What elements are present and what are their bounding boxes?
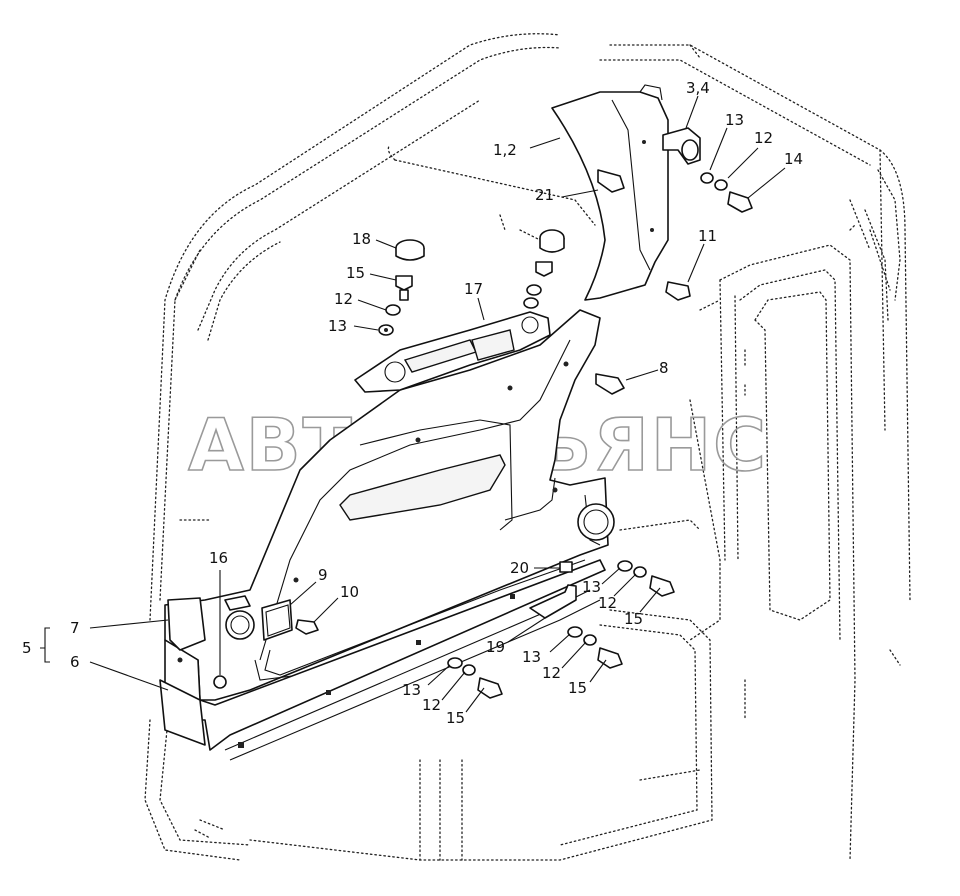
callout-12: 12 (542, 664, 561, 682)
callout-15: 15 (446, 709, 465, 727)
cover (261, 599, 293, 641)
leader-lines (40, 95, 786, 713)
hardware-bottom (447, 560, 675, 699)
caps (395, 229, 565, 261)
callout-21: 21 (535, 186, 554, 204)
callout-11: 11 (698, 227, 717, 245)
callout-3-4: 3,4 (686, 79, 710, 97)
callout-5: 5 (22, 639, 32, 657)
callout-12: 12 (422, 696, 441, 714)
callout-12: 12 (334, 290, 353, 308)
callout-15: 15 (624, 610, 643, 628)
screw-8 (595, 373, 625, 395)
callout-13: 13 (582, 578, 601, 596)
callout-19: 19 (486, 638, 505, 656)
coat-hook (662, 127, 701, 165)
cab-outline (144, 33, 911, 861)
callout-12: 12 (754, 129, 773, 147)
callout-8: 8 (659, 359, 669, 377)
callout-15: 15 (568, 679, 587, 697)
hardware-top-right (597, 169, 753, 301)
callout-13: 13 (328, 317, 347, 335)
hardware-top-left (378, 261, 553, 336)
callout-15: 15 (346, 264, 365, 282)
callout-10: 10 (340, 583, 359, 601)
callout-labels: 1,2 3,4 13 12 14 21 11 18 15 12 13 17 8 … (22, 79, 803, 727)
callout-13: 13 (402, 681, 421, 699)
pillar-trim (551, 84, 669, 301)
storage-tray (354, 311, 551, 393)
callout-18: 18 (352, 230, 371, 248)
callout-17: 17 (464, 280, 483, 298)
callout-13: 13 (522, 648, 541, 666)
callout-20: 20 (510, 559, 529, 577)
callout-9: 9 (318, 566, 328, 584)
callout-16: 16 (209, 549, 228, 567)
lower-rail (159, 559, 606, 761)
callout-7: 7 (70, 619, 80, 637)
callout-13: 13 (725, 111, 744, 129)
callout-12: 12 (598, 594, 617, 612)
callout-14: 14 (784, 150, 803, 168)
screw-10 (295, 619, 319, 635)
side-panel (164, 309, 615, 701)
callout-6: 6 (70, 653, 80, 671)
callout-1-2: 1,2 (493, 141, 517, 159)
